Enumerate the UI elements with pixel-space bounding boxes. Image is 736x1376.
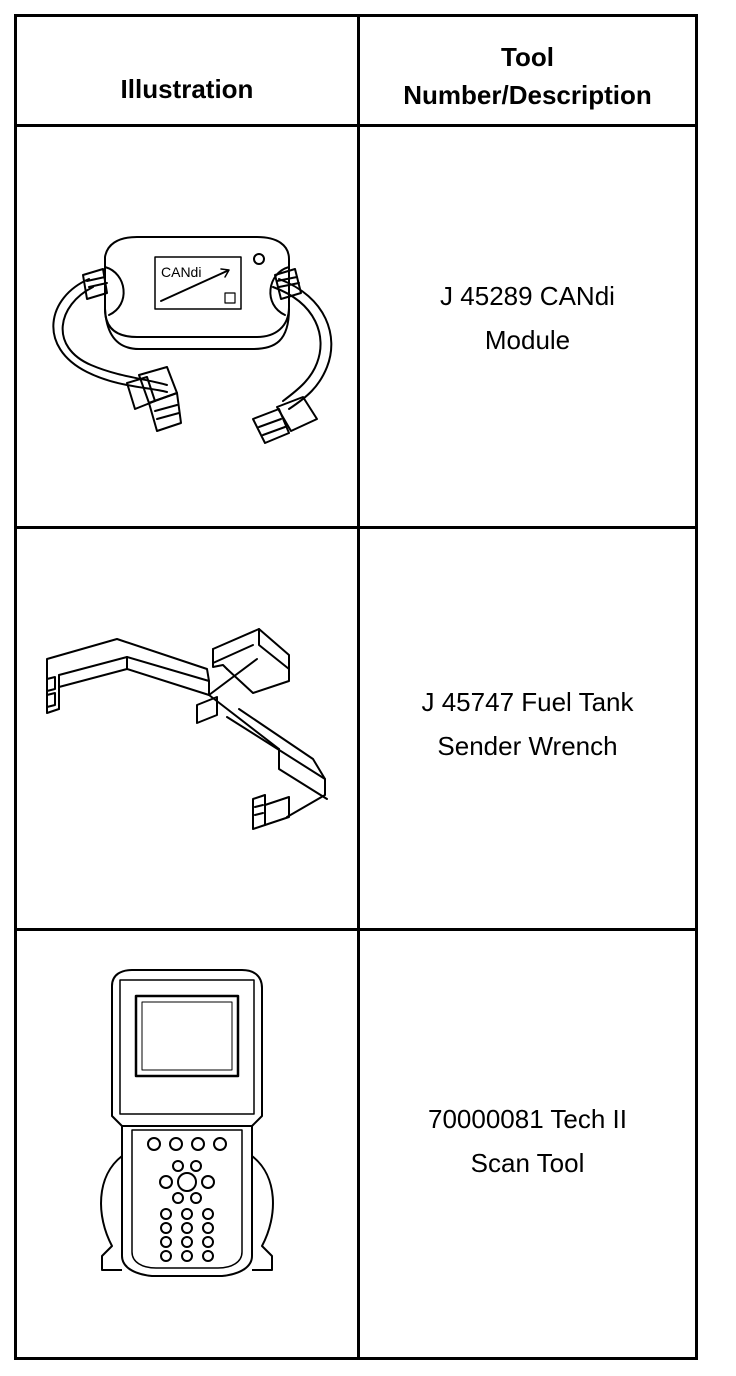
tool-description-line1: J 45289 CANdi bbox=[440, 280, 615, 311]
tool-description-line2: Scan Tool bbox=[470, 1147, 585, 1178]
row-divider bbox=[17, 526, 695, 529]
illustration-cell bbox=[17, 931, 357, 1360]
svg-text:CANdi: CANdi bbox=[161, 264, 201, 280]
fuel-tank-sender-wrench-icon bbox=[46, 627, 328, 830]
tool-table: Illustration Tool Number/Description CAN… bbox=[14, 14, 698, 1360]
description-cell: 70000081 Tech II Scan Tool bbox=[360, 931, 695, 1360]
row-divider bbox=[17, 124, 695, 127]
header-tool-line2: Number/Description bbox=[403, 79, 652, 110]
tool-description-line2: Module bbox=[484, 324, 571, 355]
tool-description-line1: J 45747 Fuel Tank bbox=[421, 686, 634, 717]
candi-module-icon: CANdi bbox=[52, 235, 333, 444]
tech-ii-scan-tool-icon bbox=[100, 968, 274, 1277]
tool-description-line2: Sender Wrench bbox=[437, 730, 618, 761]
description-cell: J 45747 Fuel Tank Sender Wrench bbox=[360, 529, 695, 928]
row-divider bbox=[17, 928, 695, 931]
header-tool-line1: Tool bbox=[501, 41, 554, 72]
tool-description-line1: 70000081 Tech II bbox=[427, 1103, 628, 1134]
illustration-cell bbox=[17, 529, 357, 928]
illustration-cell: CANdi bbox=[17, 127, 357, 526]
column-divider bbox=[357, 17, 360, 1357]
header-illustration: Illustration bbox=[17, 17, 357, 124]
description-cell: J 45289 CANdi Module bbox=[360, 127, 695, 526]
header-illustration-label: Illustration bbox=[120, 74, 254, 104]
header-tool: Tool Number/Description bbox=[360, 17, 695, 124]
